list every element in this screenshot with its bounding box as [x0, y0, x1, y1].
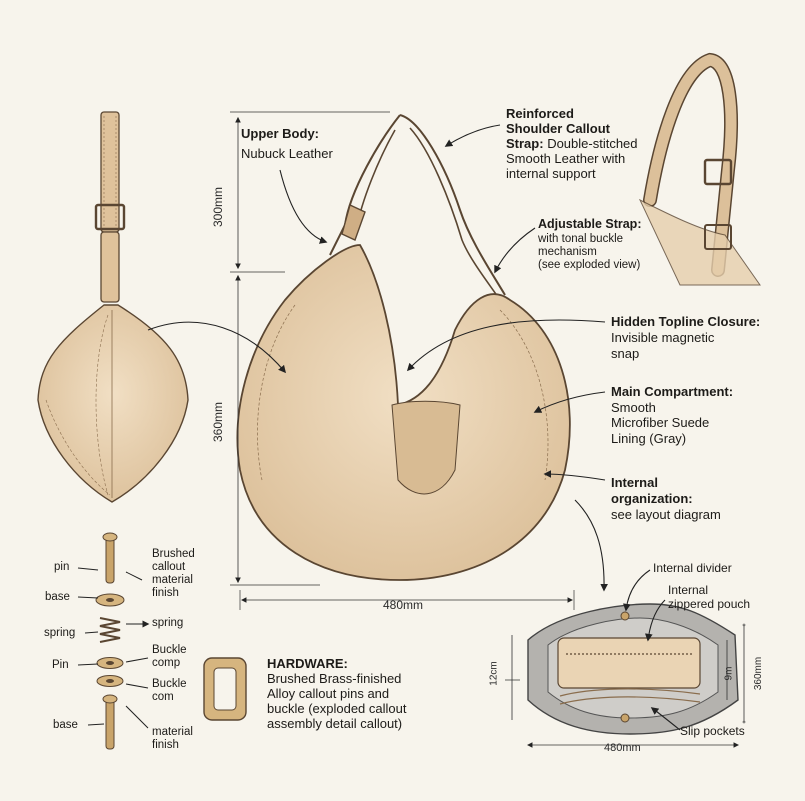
interior-slip-label: Slip pockets — [680, 724, 745, 738]
hardware-note-line1: Brushed Brass-finished — [267, 671, 402, 686]
dim-width: 480mm — [383, 598, 424, 612]
hw-spring-label: spring — [44, 627, 76, 639]
hardware-note-line4: assembly detail callout) — [267, 716, 403, 731]
callout-adjustable-line2: mechanism — [538, 246, 597, 258]
dim-height-lower: 360mm — [211, 401, 226, 443]
callout-org-text: see layout diagram — [611, 507, 721, 522]
callout-adjustable-line3: (see exploded view) — [538, 259, 641, 271]
hw-buckle-comp-1: Buckle — [152, 644, 187, 656]
hw-material-1: material — [152, 726, 193, 738]
callout-compartment-line2: Microfiber Suede — [611, 415, 710, 430]
interior-pouch-line1: Internal — [668, 583, 709, 597]
hardware-note-line3: buckle (exploded callout — [267, 701, 407, 716]
hardware-exploded — [77, 532, 247, 750]
dim-height-upper: 300mm — [211, 186, 226, 228]
interior-pouch-line2: zippered pouch — [668, 597, 751, 611]
hw-pin-label: pin — [54, 561, 70, 573]
callout-strap-text-3: internal support — [506, 166, 596, 181]
strap-detail — [638, 52, 761, 286]
dim-interior-height-left: 12cm — [488, 661, 500, 686]
callout-adjustable-line1: with tonal buckle — [538, 233, 624, 245]
callout-upper-body-text: Nubuck Leather — [241, 146, 333, 161]
callout-adjustable-title: Adjustable Strap: — [538, 217, 642, 231]
callout-strap-title-3: Strap: — [506, 136, 544, 151]
hw-base2-label: base — [53, 719, 78, 731]
callout-closure-line2: snap — [611, 346, 640, 361]
interior-divider-label: Internal divider — [653, 561, 732, 575]
callout-org-title-1: Internal — [611, 475, 658, 490]
hw-buckle-com-2: com — [152, 691, 174, 703]
callout-strap-line-3: Strap: Double-stitched — [506, 136, 638, 151]
dim-interior-width: 480mm — [604, 742, 641, 754]
hw-pin2-label: Pin — [52, 659, 69, 671]
callout-compartment-title: Main Compartment: — [611, 384, 734, 399]
hw-buckle-comp-2: comp — [152, 657, 181, 669]
side-view-bag — [37, 111, 189, 503]
leader-arrows — [147, 124, 681, 731]
dim-interior-height-mid: 9m — [723, 666, 735, 681]
callout-strap-text-2: Smooth Leather with — [506, 151, 626, 166]
hardware-note-title: HARDWARE: — [267, 656, 348, 671]
dimension-lines — [230, 111, 575, 610]
hw-brushed-4: finish — [152, 587, 179, 599]
hw-base-label: base — [45, 591, 70, 603]
hw-brushed-3: material — [152, 574, 193, 586]
callout-org-title-2: organization: — [611, 491, 693, 506]
hw-brushed-1: Brushed — [152, 548, 195, 560]
callout-closure-line1: Invisible magnetic — [611, 330, 715, 345]
callout-closure-title: Hidden Topline Closure: — [611, 314, 761, 329]
callout-compartment-line3: Lining (Gray) — [611, 431, 687, 446]
dim-interior-height-right: 360mm — [753, 656, 765, 691]
callout-strap-title-2: Shoulder Callout — [506, 121, 610, 136]
hw-material-2: finish — [152, 739, 179, 751]
hardware-note-line2: Alloy callout pins and — [267, 686, 390, 701]
callout-strap-title-1: Reinforced — [506, 106, 574, 121]
callout-strap-text-inline: Double-stitched — [547, 136, 638, 151]
main-bag — [236, 114, 571, 581]
interior-plan — [505, 603, 746, 748]
callout-upper-body-title: Upper Body: — [241, 126, 319, 141]
callout-compartment-line1: Smooth — [611, 400, 656, 415]
hw-buckle-com-1: Buckle — [152, 678, 187, 690]
hw-spring-right: spring — [152, 617, 184, 629]
hw-brushed-2: callout — [152, 561, 186, 573]
